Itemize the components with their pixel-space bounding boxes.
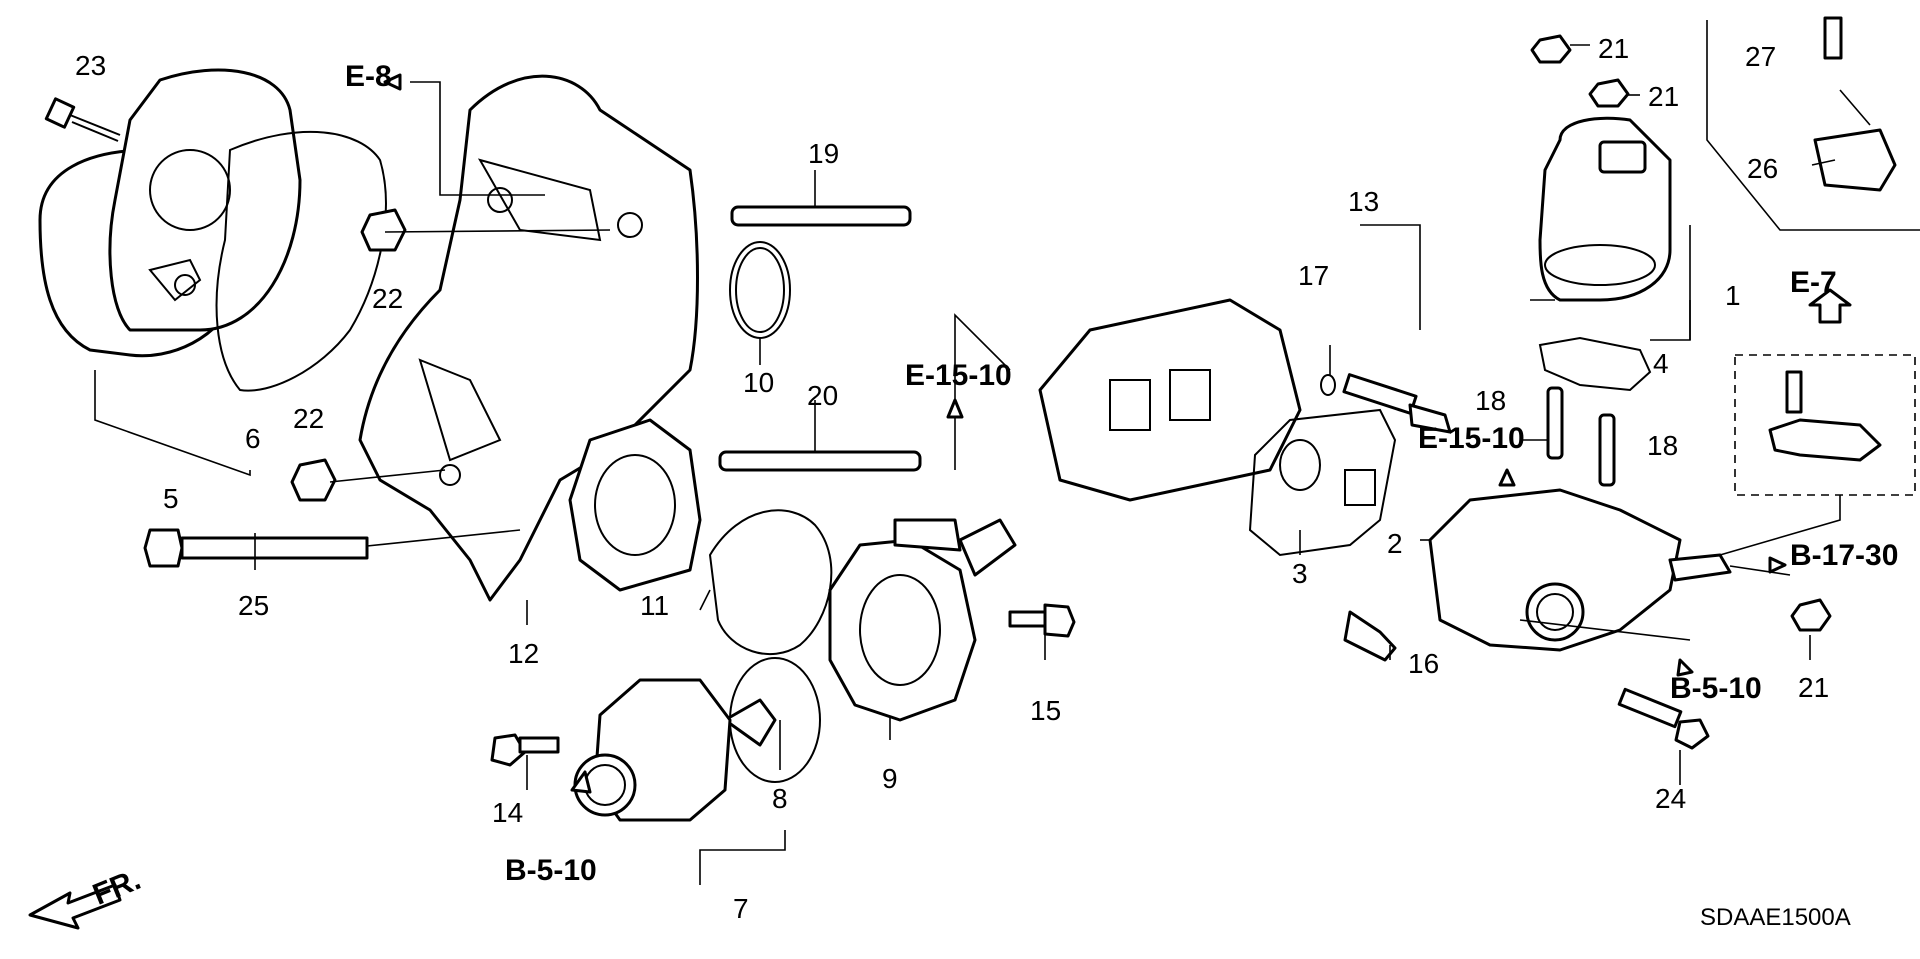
label-4: 4 — [1653, 348, 1669, 379]
label-16: 16 — [1408, 648, 1439, 679]
ref-b-5-10-right[interactable]: B-5-10 — [1670, 672, 1762, 705]
reference-labels[interactable]: E-8 E-15-10 E-15-10 E-7 B-17-30 B-5-10 B… — [345, 60, 1898, 887]
label-22a: 22 — [372, 283, 403, 314]
inset-26-27 — [1706, 16, 1920, 231]
washer-17[interactable] — [1320, 374, 1336, 396]
label-12: 12 — [508, 638, 539, 669]
stud-18-left[interactable] — [1546, 386, 1564, 460]
label-14: 14 — [492, 797, 523, 828]
label-19: 19 — [808, 138, 839, 169]
label-27: 27 — [1745, 41, 1776, 72]
label-24: 24 — [1655, 783, 1686, 814]
label-2: 2 — [1387, 528, 1403, 559]
gasket-4[interactable] — [1538, 336, 1652, 392]
label-7: 7 — [733, 893, 749, 924]
nut-21-mid[interactable] — [1588, 78, 1630, 108]
stud-19[interactable] — [730, 205, 912, 227]
gasket-3[interactable] — [1248, 408, 1397, 557]
arrow-up-e7 — [1808, 288, 1852, 324]
label-26: 26 — [1747, 153, 1778, 184]
water-pump[interactable] — [38, 68, 302, 358]
label-21b: 21 — [1648, 81, 1679, 112]
label-9: 9 — [882, 763, 898, 794]
front-marker-label: FR. — [88, 863, 145, 912]
gasket-flange[interactable] — [568, 418, 702, 592]
gasket-6[interactable] — [215, 130, 387, 392]
part-number-labels: 1 2 3 4 5 6 7 8 9 10 11 12 13 14 15 16 1… — [75, 33, 1829, 924]
bracket-e7-box — [1734, 354, 1916, 496]
bolt-24[interactable] — [1617, 687, 1710, 750]
sensor-13[interactable] — [1342, 373, 1452, 434]
thermostat-8[interactable] — [723, 657, 821, 783]
engine-bracket[interactable] — [358, 74, 699, 602]
label-18b: 18 — [1647, 430, 1678, 461]
ref-b-17-30[interactable]: B-17-30 — [1790, 539, 1898, 572]
label-20: 20 — [807, 380, 838, 411]
nut-21-right[interactable] — [1790, 598, 1832, 632]
label-22b: 22 — [293, 403, 324, 434]
nut-22-top[interactable] — [360, 208, 407, 252]
thermostat-housing-9[interactable] — [828, 518, 1017, 722]
diagram-code: SDAAE1500A — [1700, 904, 1851, 931]
label-21a: 21 — [1598, 33, 1629, 64]
label-21c: 21 — [1798, 672, 1829, 703]
o-ring-10[interactable] — [729, 241, 791, 339]
ref-e-15-10-left[interactable]: E-15-10 — [905, 359, 1012, 392]
label-11: 11 — [640, 590, 669, 621]
thermostat-cover-7[interactable] — [573, 678, 732, 822]
label-10: 10 — [743, 367, 774, 398]
bolt-16[interactable] — [1343, 610, 1397, 662]
label-15: 15 — [1030, 695, 1061, 726]
bolt-15[interactable] — [1008, 603, 1076, 638]
bolt-14[interactable] — [490, 733, 560, 767]
ref-e-15-10-right[interactable]: E-15-10 — [1418, 422, 1525, 455]
ref-e-7[interactable]: E-7 — [1790, 266, 1837, 299]
egr-adapter-plate[interactable] — [1038, 298, 1302, 502]
label-23: 23 — [75, 50, 106, 81]
label-6: 6 — [245, 423, 261, 454]
label-13: 13 — [1348, 186, 1379, 217]
label-3: 3 — [1292, 558, 1308, 589]
stud-18-right[interactable] — [1598, 413, 1616, 487]
ref-e-8[interactable]: E-8 — [345, 60, 392, 93]
nut-22-lower[interactable] — [290, 458, 337, 502]
ref-b-5-10-left[interactable]: B-5-10 — [505, 854, 597, 887]
stud-20[interactable] — [718, 450, 922, 472]
nut-21-top[interactable] — [1530, 34, 1572, 64]
gasket-11[interactable] — [708, 509, 833, 655]
coolant-outlet-2[interactable] — [1428, 488, 1732, 652]
ref-arrows — [383, 73, 1787, 794]
front-direction-arrow — [28, 883, 122, 930]
label-5: 5 — [163, 483, 179, 514]
label-1: 1 — [1725, 280, 1741, 311]
bolt-25[interactable] — [143, 528, 369, 568]
egr-valve-1[interactable] — [1538, 116, 1672, 302]
label-17: 17 — [1298, 260, 1329, 291]
label-8: 8 — [772, 783, 788, 814]
label-25: 25 — [238, 590, 269, 621]
label-18a: 18 — [1475, 385, 1506, 416]
bolt-23[interactable] — [44, 97, 121, 142]
